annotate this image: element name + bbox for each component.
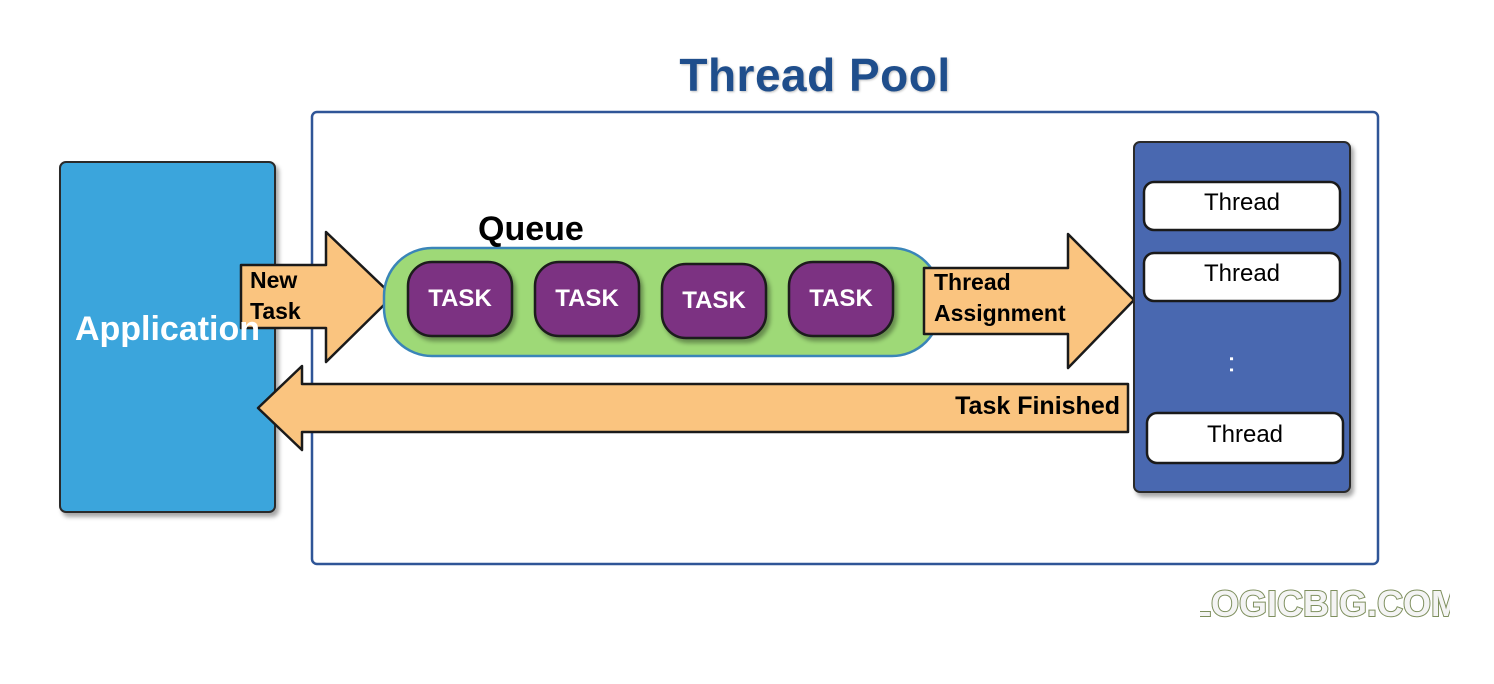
- thread-box: [1145, 411, 1345, 465]
- queue-label: Queue: [478, 210, 584, 248]
- thread-box: [1142, 180, 1342, 232]
- task-pill: [406, 260, 514, 338]
- task-label: TASK: [809, 285, 873, 312]
- task-label: TASK: [428, 285, 492, 312]
- application-box: [59, 161, 276, 513]
- application-label: Application: [74, 310, 261, 348]
- thread-label: Thread: [1206, 421, 1284, 448]
- thread-assignment-label: Thread Assignment: [934, 267, 1066, 329]
- task-finished-arrow: [256, 364, 1130, 452]
- new-task-label-line: Task: [250, 298, 301, 324]
- task-label: TASK: [555, 285, 619, 312]
- new-task-arrow: [239, 230, 395, 364]
- task-pill: [533, 260, 641, 338]
- new-task-label-line: New: [250, 267, 298, 293]
- thread-label: Thread: [1203, 260, 1281, 287]
- thread-label: Thread: [1203, 189, 1281, 216]
- logicbig-logo: LOGICBIG.COM: [1200, 582, 1450, 625]
- thread-assignment-label-line: Thread: [934, 269, 1011, 295]
- task-finished-label: Task Finished: [955, 392, 1120, 420]
- thread-assignment-arrow: [922, 232, 1136, 370]
- diagram-title: Thread Pool: [679, 49, 951, 101]
- svg-text:LOGICBIG.COM: LOGICBIG.COM: [1200, 583, 1450, 624]
- task-label: TASK: [682, 287, 746, 314]
- thread-assignment-label-line: Assignment: [934, 300, 1066, 326]
- thread-box: [1142, 251, 1342, 303]
- new-task-label: New Task: [250, 265, 301, 327]
- task-pill: [787, 260, 895, 338]
- thread-ellipsis: . .: [1225, 356, 1247, 373]
- task-pill: [660, 262, 768, 340]
